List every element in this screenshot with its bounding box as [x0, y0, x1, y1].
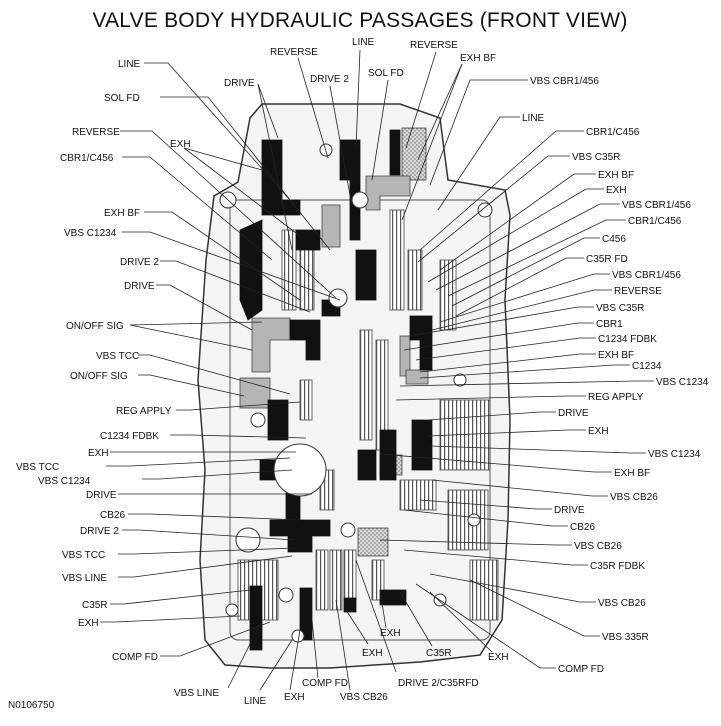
label-l-cbr1-c456: CBR1/C456	[60, 153, 114, 164]
label-top-vbs-cbr1-456: VBS CBR1/456	[530, 76, 599, 87]
label-l-vbs-line: VBS LINE	[62, 573, 107, 584]
label-b-comp-fd: COMP FD	[302, 678, 348, 689]
label-r-cbr1: CBR1	[596, 319, 623, 330]
label-l-c1234-fdbk: C1234 FDBK	[100, 431, 159, 442]
label-r-vbs-cb26-3: VBS CB26	[598, 598, 646, 609]
label-r-c35r-fd: C35R FD	[586, 254, 628, 265]
label-top-exh-bf: EXH BF	[460, 53, 496, 64]
label-r-vbs-c35r-2: VBS C35R	[596, 303, 644, 314]
label-r-drive2: DRIVE	[554, 505, 585, 516]
label-l-sol-fd: SOL FD	[104, 93, 140, 104]
label-r-comp-fd: COMP FD	[558, 664, 604, 675]
label-r-vbs-cb26: VBS CB26	[610, 492, 658, 503]
label-l-vbs-c1234-2: VBS C1234	[38, 476, 91, 487]
label-l-vbs-tcc2: VBS TCC	[16, 462, 59, 473]
label-l-vbs-tcc3: VBS TCC	[62, 550, 105, 561]
label-r-reg-apply: REG APPLY	[588, 392, 644, 403]
label-top-reverse: REVERSE	[270, 47, 318, 58]
label-top-reverse2: REVERSE	[410, 40, 458, 51]
valve-body	[197, 103, 511, 669]
gray-passages	[239, 175, 429, 409]
label-l-cb26: CB26	[100, 510, 125, 521]
label-l-vbs-tcc: VBS TCC	[96, 351, 139, 362]
label-l-reverse: REVERSE	[72, 127, 120, 138]
label-r-cbr1-c456: CBR1/C456	[586, 127, 640, 138]
leader-lines	[100, 49, 654, 691]
label-l-drive-b: DRIVE	[124, 281, 155, 292]
label-r-vbs-cbr1-456: VBS CBR1/456	[622, 200, 691, 211]
label-b-exh4: EXH	[380, 628, 401, 639]
label-r-c1234-fdbk: C1234 FDBK	[598, 334, 657, 345]
label-l-drive: DRIVE	[224, 78, 255, 89]
label-r-drive: DRIVE	[558, 408, 589, 419]
label-l-exh3: EXH	[78, 618, 99, 629]
label-l-comp-fd: COMP FD	[112, 652, 158, 663]
label-r-vbs-c1234: VBS C1234	[656, 377, 709, 388]
label-top-line: LINE	[352, 37, 375, 48]
label-r-exh2: EXH	[588, 426, 609, 437]
label-l-exh-bf: EXH BF	[104, 208, 140, 219]
label-l-vbs-c1234: VBS C1234	[64, 228, 117, 239]
figure-code: N0106750	[8, 700, 55, 711]
label-r-vbs-c35r: VBS C35R	[572, 152, 620, 163]
label-l-onoff-sig: ON/OFF SIG	[66, 321, 124, 332]
label-r-c456: C456	[602, 234, 626, 245]
label-r-exh-bf3: EXH BF	[614, 468, 650, 479]
label-r-reverse: REVERSE	[614, 286, 662, 297]
label-l-reg-apply: REG APPLY	[116, 406, 172, 417]
label-l-drive2: DRIVE 2	[120, 257, 159, 268]
port-holes	[219, 143, 493, 643]
label-r-vbs-cb26-2: VBS CB26	[574, 541, 622, 552]
label-b-vbs-cb26: VBS CB26	[340, 692, 388, 703]
label-l-drive2-b: DRIVE 2	[80, 526, 119, 537]
label-r-line: LINE	[522, 113, 545, 124]
label-b-c35r: C35R	[426, 648, 452, 659]
label-b-line: LINE	[244, 696, 267, 707]
callout-labels: REVERSE LINE REVERSE EXH BF DRIVE 2 SOL …	[16, 37, 709, 707]
label-r-vbs-cbr1-456-2: VBS CBR1/456	[612, 270, 681, 281]
label-l-exh: EXH	[170, 139, 191, 150]
label-l-line: LINE	[118, 59, 141, 70]
label-r-c35r-fdbk: C35R FDBK	[590, 561, 645, 572]
label-r-vbs-c1234-2: VBS C1234	[648, 449, 701, 460]
label-r-exh: EXH	[606, 185, 627, 196]
label-b-vbs-line: VBS LINE	[174, 688, 219, 699]
label-b-exh: EXH	[284, 692, 305, 703]
label-r-vbs-335r: VBS 335R	[602, 632, 649, 643]
label-b-exh2: EXH	[362, 648, 383, 659]
label-top-sol-fd: SOL FD	[368, 68, 404, 79]
label-r-exh-bf2: EXH BF	[598, 350, 634, 361]
diagram-title: VALVE BODY HYDRAULIC PASSAGES (FRONT VIE…	[92, 9, 627, 32]
label-r-cb26: CB26	[570, 522, 595, 533]
label-l-drive-c: DRIVE	[86, 490, 117, 501]
label-b-exh3: EXH	[488, 652, 509, 663]
label-l-onoff-sig2: ON/OFF SIG	[70, 371, 128, 382]
label-l-c35r: C35R	[82, 600, 108, 611]
label-r-exh-bf: EXH BF	[598, 170, 634, 181]
label-b-drive2-c35rfd: DRIVE 2/C35RFD	[398, 678, 479, 689]
label-top-drive2: DRIVE 2	[310, 74, 349, 85]
label-r-c1234: C1234	[632, 361, 662, 372]
label-l-exh2: EXH	[88, 448, 109, 459]
label-r-cbr1-c456-2: CBR1/C456	[628, 216, 682, 227]
